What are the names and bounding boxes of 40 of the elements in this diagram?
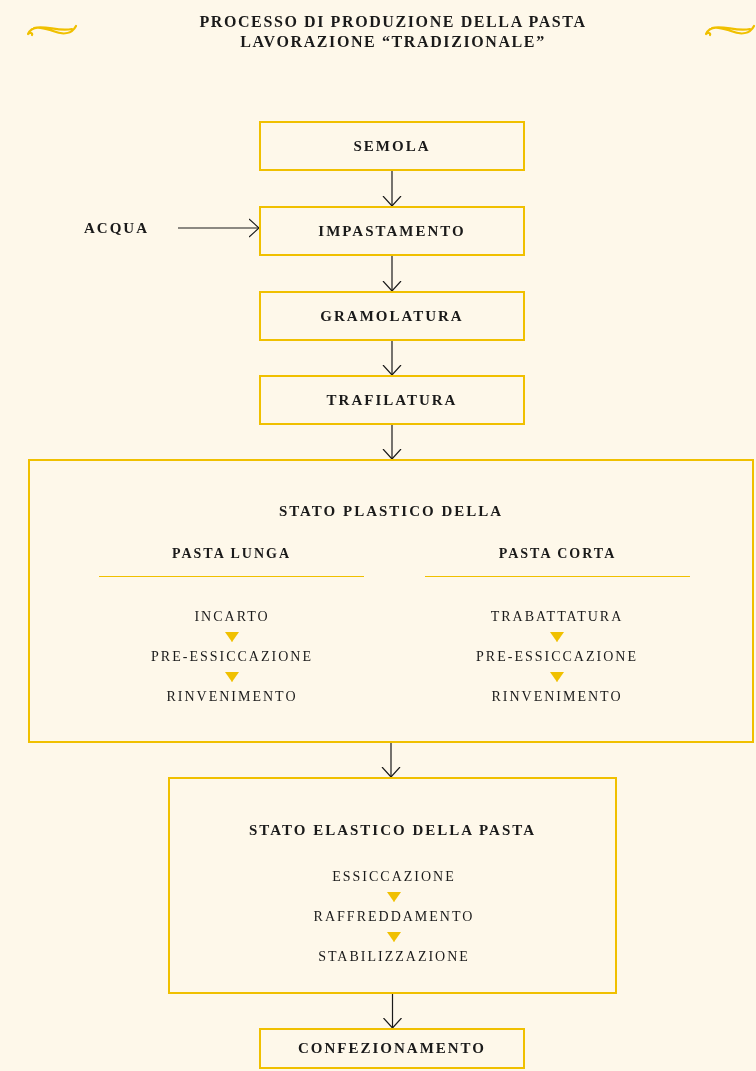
process-box xyxy=(259,121,525,171)
step-label: ESSICCAZIONE xyxy=(264,868,524,886)
box-label: SEMOLA xyxy=(353,137,431,155)
step-label: PRE-ESSICCAZIONE xyxy=(427,648,687,666)
step-label: STABILIZZAZIONE xyxy=(264,948,524,966)
box-label: IMPASTAMENTO xyxy=(318,222,466,240)
step-arrow xyxy=(550,671,564,683)
input-label: ACQUA xyxy=(84,216,178,240)
step-label: INCARTO xyxy=(102,608,362,626)
box-label: GRAMOLATURA xyxy=(320,307,464,325)
arrow xyxy=(382,255,402,292)
arrow xyxy=(382,170,402,207)
arrow xyxy=(382,424,402,460)
column-heading: PASTA CORTA xyxy=(425,546,690,577)
column-heading: PASTA LUNGA xyxy=(99,546,364,577)
step-arrow xyxy=(550,631,564,643)
box-label: CONFEZIONAMENTO xyxy=(297,1040,487,1057)
step-label: TRABATTATURA xyxy=(427,608,687,626)
process-box xyxy=(259,375,525,425)
step-arrow xyxy=(387,931,401,943)
phase-box xyxy=(168,777,617,994)
arrow xyxy=(382,993,403,1029)
phase-heading: STATO PLASTICO DELLA xyxy=(277,503,505,520)
diagram-title: PROCESSO DI PRODUZIONE DELLA PASTA LAVORAZIONE “TRADIZIONALE” xyxy=(198,12,588,52)
phase-box xyxy=(28,459,754,743)
step-label: RINVENIMENTO xyxy=(102,688,362,706)
process-box xyxy=(259,1028,525,1069)
step-arrow xyxy=(387,891,401,903)
box-label: TRAFILATURA xyxy=(326,391,458,409)
arrow xyxy=(382,340,402,376)
arrow xyxy=(177,218,260,238)
process-box xyxy=(259,291,525,341)
step-arrow xyxy=(225,671,239,683)
step-arrow xyxy=(225,631,239,643)
process-box xyxy=(259,206,525,256)
step-label: RAFFREDDAMENTO xyxy=(264,908,524,926)
phase-heading: STATO ELASTICO DELLA PASTA xyxy=(248,822,537,839)
step-label: PRE-ESSICCAZIONE xyxy=(102,648,362,666)
arrow xyxy=(381,742,401,778)
step-label: RINVENIMENTO xyxy=(427,688,687,706)
